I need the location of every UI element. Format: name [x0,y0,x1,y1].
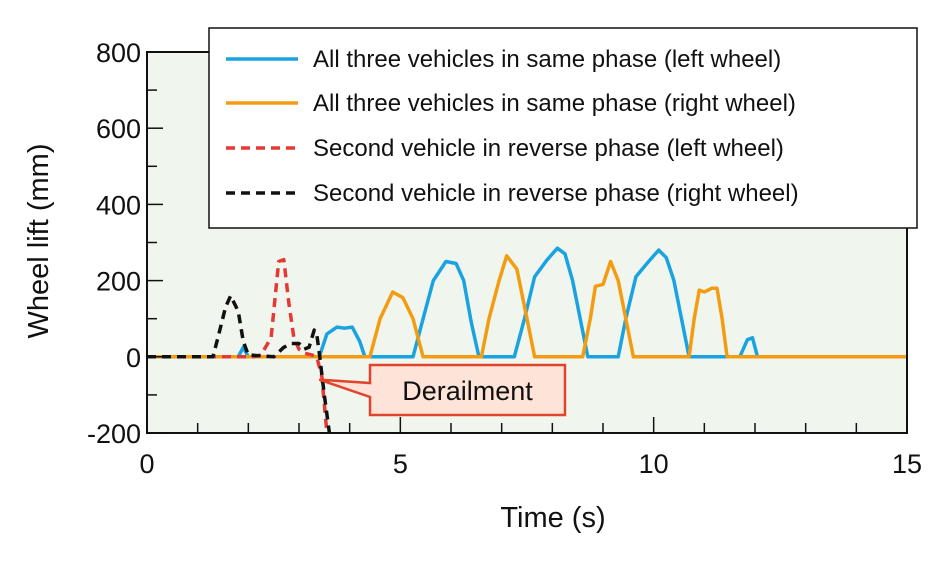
legend-box [208,27,918,229]
series-line-1 [147,246,907,359]
y-axis-title: Wheel lift (mm) [23,144,55,339]
y-tick-label: 0 [126,343,141,373]
plot-lines [147,246,907,434]
y-tick-label: 200 [96,267,141,297]
x-axis-title: Time (s) [500,502,605,534]
y-axis: -200 0 200 400 600 800 [87,38,163,449]
legend: All three vehicles in same phase (left w… [208,27,918,229]
annotation-label: Derailment [402,376,533,406]
y-tick-label: -200 [87,419,141,449]
y-tick-label: 600 [96,114,141,144]
x-tick-label: 0 [139,449,154,479]
series-line-3 [147,257,329,434]
x-tick-label: 10 [639,449,669,479]
x-tick-label: 15 [892,449,922,479]
x-tick-label: 5 [393,449,408,479]
minor-ticks [147,89,858,433]
legend-label-1: All three vehicles in same phase (left w… [313,46,781,73]
legend-label-3: Second vehicle in reverse phase (left wh… [313,135,784,162]
x-axis: 0 5 10 15 [139,417,922,479]
legend-label-2: All three vehicles in same phase (right … [313,90,796,117]
y-tick-label: 800 [96,38,141,68]
annotation-callout [318,363,567,417]
y-tick-label: 400 [96,190,141,220]
series-line-4 [147,294,332,434]
derailment-annotation: Derailment [318,363,567,417]
series-line-2 [147,254,907,359]
legend-label-4: Second vehicle in reverse phase (right w… [313,180,799,207]
